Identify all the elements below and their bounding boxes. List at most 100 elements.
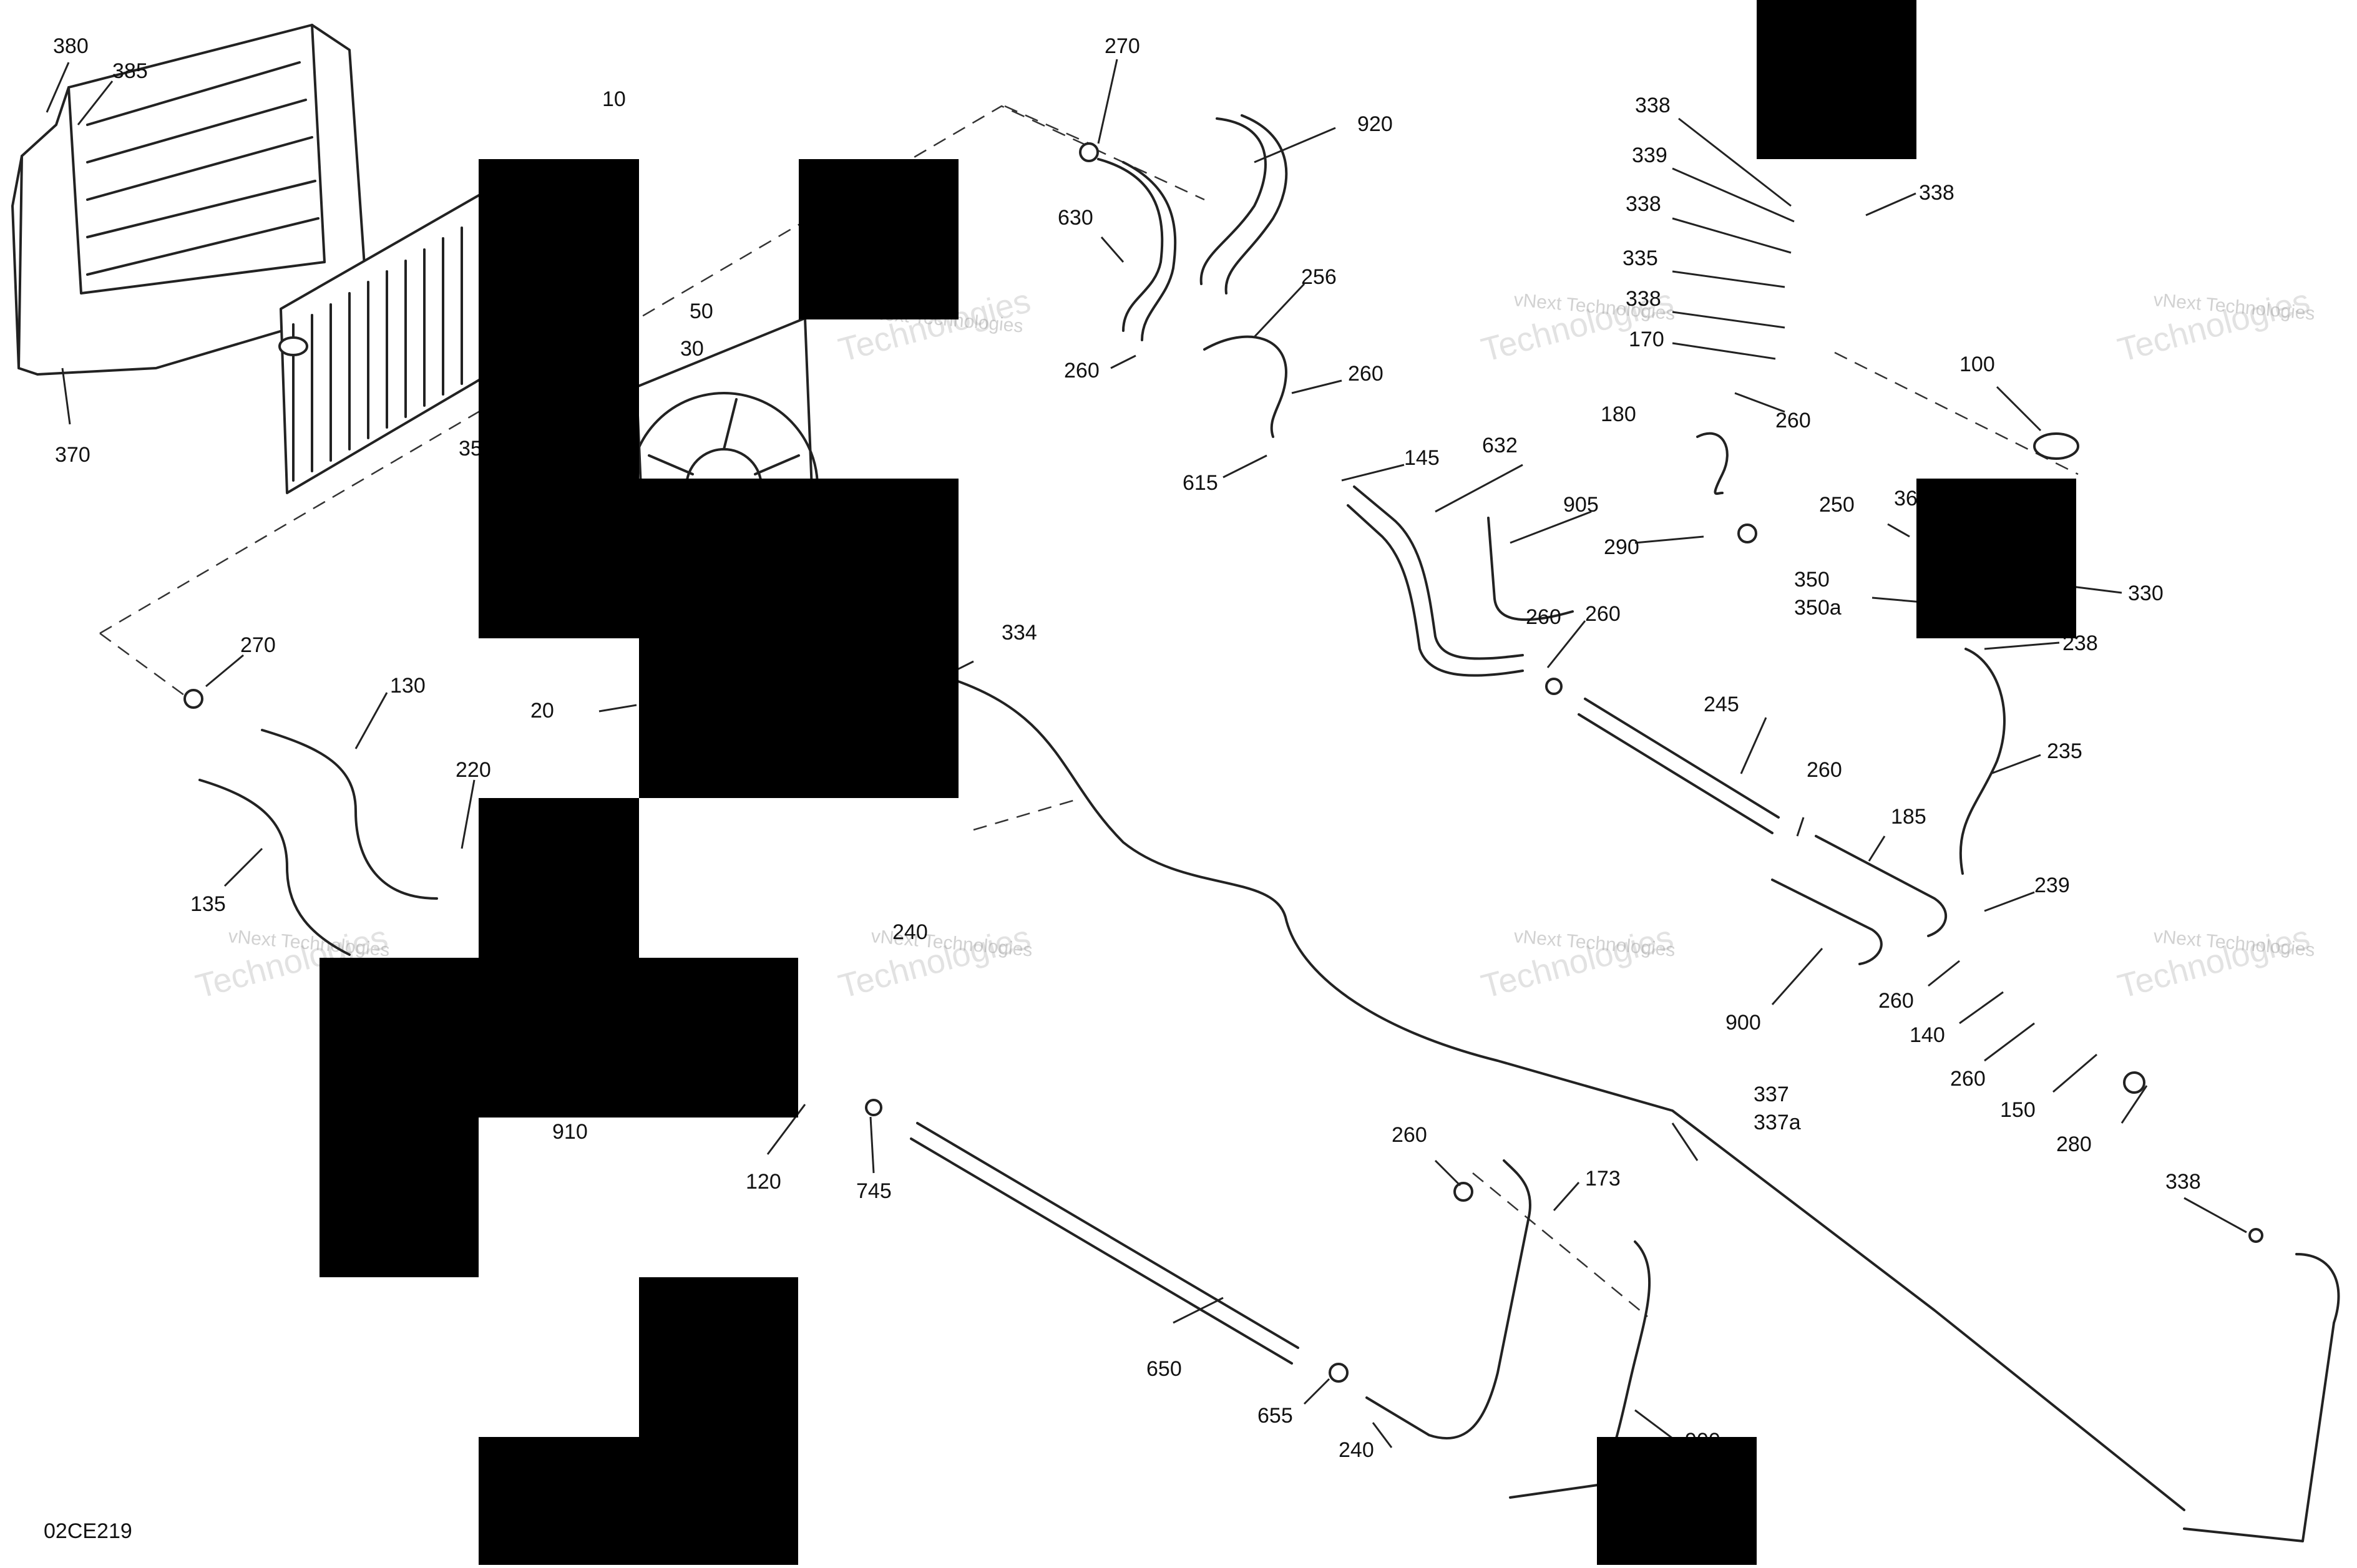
callout-label: 334 (1002, 621, 1037, 645)
hose-920-edge (1224, 114, 1288, 295)
callout-label: 100 (1959, 353, 1995, 376)
callout-label: 745 (856, 1179, 892, 1203)
redaction-block (1757, 0, 1916, 159)
callout-label: 260 (1348, 362, 1383, 386)
hose-130 (261, 729, 438, 900)
callout-label: 150 (2000, 1098, 2036, 1122)
callout-label: 220 (456, 758, 491, 782)
pipe-650-edge (910, 1137, 1293, 1365)
redaction-block (1597, 1437, 1757, 1565)
line-338 (2183, 1253, 2340, 1542)
callout-label: 145 (1404, 446, 1440, 470)
callout-label: 260 (1878, 989, 1914, 1013)
callout-label: 185 (1891, 805, 1926, 829)
callout-label: 260 (1807, 758, 1842, 782)
redaction-block (1916, 479, 2076, 638)
callout-label: 270 (240, 633, 276, 657)
redaction-block (479, 159, 639, 638)
callout-label: 256 (1301, 265, 1337, 289)
hose-920 (1199, 117, 1267, 285)
clamp-655 (1329, 1363, 1349, 1383)
callout-label: 260 (1392, 1123, 1427, 1147)
hose-905 (1487, 517, 1574, 621)
hose-135 (198, 779, 351, 956)
hose-632 (1353, 485, 1524, 660)
callout-label: 338 (1635, 94, 1671, 117)
callout-label: 920 (1357, 112, 1393, 136)
redaction-blocks (320, 0, 2076, 1565)
callout-label: 385 (112, 59, 148, 83)
radiator-core (278, 186, 500, 494)
callout-label: 337a (1754, 1111, 1801, 1134)
hose-900-right (1771, 879, 1883, 965)
callout-label: 370 (55, 443, 90, 467)
callout-label: 338 (1919, 181, 1954, 205)
callout-label: 615 (1183, 471, 1218, 495)
callout-label: 335 (1623, 246, 1658, 270)
callout-label: 350 (1794, 568, 1830, 592)
callout-label: 50 (690, 299, 713, 323)
callout-label: 235 (2047, 739, 2082, 763)
clamp-745 (865, 1099, 882, 1116)
callout-label: 260 (1775, 409, 1811, 432)
callout-label: 173 (1585, 1167, 1621, 1191)
hose-256 (1203, 335, 1287, 438)
callout-label: 337 (1754, 1083, 1789, 1106)
callout-label: 339 (1632, 144, 1667, 167)
callout-label: 10 (602, 87, 626, 111)
pipe-245-edge (1578, 713, 1774, 834)
hose-632-edge (1347, 504, 1524, 677)
callout-label: 905 (1563, 493, 1599, 517)
callout-label: 330 (2128, 582, 2164, 605)
radiator-cap (2033, 432, 2079, 460)
callout-labels: 380 385 10 370 35 50 30 20 270 630 920 2… (53, 34, 2201, 1462)
callout-label: 632 (1482, 434, 1518, 457)
callout-label: 270 (1105, 34, 1140, 58)
callout-label: 250 (1819, 493, 1855, 517)
callout-label: 260 (1585, 602, 1621, 626)
callout-label: 36 (1894, 487, 1918, 510)
leader-lines (46, 59, 2247, 1449)
callout-label: 260 (1526, 605, 1561, 629)
callout-label: 260 (1064, 359, 1100, 382)
callout-label: 338 (2165, 1170, 2201, 1194)
callout-label: 30 (680, 337, 704, 361)
callout-label: 140 (1910, 1023, 1945, 1047)
redaction-block (639, 479, 959, 798)
pipe-650 (916, 1122, 1299, 1349)
radiator-shroud (11, 24, 366, 376)
hose-180 (1696, 432, 1729, 495)
redaction-block (320, 1118, 479, 1277)
redaction-block (799, 159, 959, 319)
callout-label: 135 (190, 892, 226, 916)
hose-185 (1815, 835, 1948, 937)
pipe-245 (1584, 698, 1780, 819)
clamp-280 (2123, 1071, 2145, 1094)
callout-label: 130 (390, 674, 426, 698)
callout-label: 630 (1058, 206, 1093, 230)
callout-label: 350a (1794, 596, 1842, 620)
callout-label: 120 (746, 1170, 781, 1194)
redaction-block (320, 958, 798, 1118)
hose-630 (1097, 158, 1164, 332)
callout-label: 240 (1339, 1438, 1374, 1462)
hose-240-lower (1365, 1159, 1531, 1439)
callout-label: 35 (459, 437, 482, 460)
callout-label: 900 (1725, 1011, 1761, 1035)
hose-235 (1959, 648, 2006, 875)
clamp-270-left (183, 689, 203, 709)
line-337 (954, 679, 2185, 1511)
callout-label: 650 (1146, 1357, 1182, 1381)
callout-label: 245 (1704, 693, 1739, 716)
parts (11, 24, 2340, 1542)
callout-label: 240 (892, 920, 928, 944)
clamp-260-lower (1453, 1182, 1473, 1202)
fitting-338 (2248, 1228, 2263, 1243)
diagram-code: 02CE219 (44, 1519, 132, 1543)
callout-label: 260 (1950, 1067, 1986, 1091)
clamp-260 (1545, 678, 1563, 695)
callout-label: 910 (552, 1120, 588, 1144)
hose-630-edge (1122, 161, 1177, 341)
callout-label: 170 (1629, 328, 1664, 351)
